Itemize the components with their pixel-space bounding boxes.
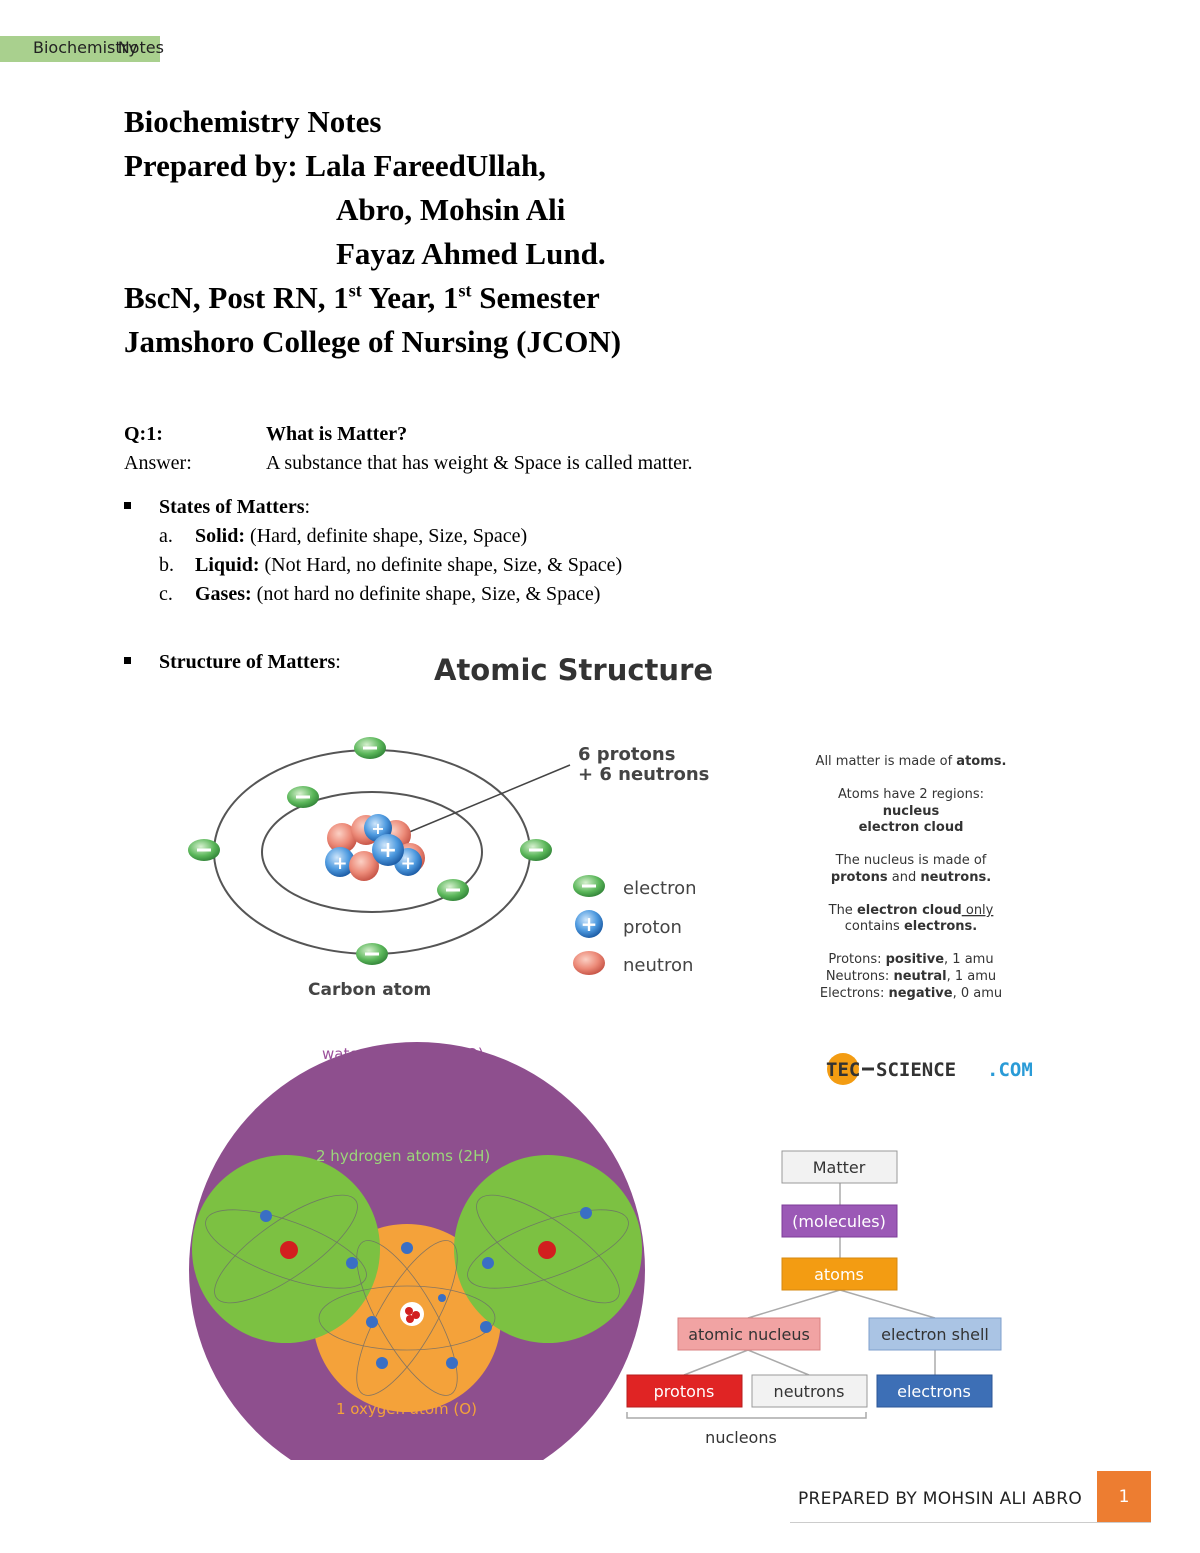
- bullet-square: [124, 657, 131, 664]
- svg-text:Atoms have 2 regions:: Atoms have 2 regions:: [838, 787, 984, 802]
- svg-text:+: +: [379, 838, 397, 863]
- carbon-caption: Carbon atom: [308, 980, 431, 1000]
- college-line: Jamshoro College of Nursing (JCON): [124, 324, 622, 359]
- question-label: Q:1:: [124, 423, 163, 445]
- legend-electron: electron: [623, 878, 697, 899]
- hier-neutrons: neutrons: [774, 1382, 845, 1401]
- list-item: c.Gases: (not hard no definite shape, Si…: [159, 583, 601, 605]
- hier-electrons: electrons: [897, 1382, 971, 1401]
- orbit-lines: [205, 1194, 629, 1396]
- footer-text: PREPARED BY MOHSIN ALI ABRO: [798, 1489, 1083, 1509]
- svg-text:TEC: TEC: [826, 1059, 860, 1081]
- page-number: 1: [1097, 1471, 1151, 1523]
- hier-atoms: atoms: [814, 1265, 864, 1284]
- doc-title: Biochemistry Notes: [124, 104, 382, 139]
- svg-text:Electrons: negative, 0 amu: Electrons: negative, 0 amu: [820, 986, 1002, 1001]
- legend-neutron: neutron: [623, 955, 693, 976]
- svg-text:+: +: [332, 853, 347, 874]
- matter-hierarchy: Matter (molecules) atoms atomic nucleus …: [626, 1150, 1002, 1447]
- hier-matter: Matter: [813, 1158, 866, 1177]
- nucleus: + + + +: [325, 814, 425, 881]
- svg-text:+: +: [581, 912, 598, 936]
- svg-text:nucleus: nucleus: [883, 804, 940, 819]
- list-item: b.Liquid: (Not Hard, no definite shape, …: [159, 554, 623, 576]
- svg-text:Neutrons: neutral, 1 amu: Neutrons: neutral, 1 amu: [826, 969, 996, 984]
- atom-notes: All matter is made of atoms. Atoms have …: [816, 754, 1007, 1001]
- hier-nucleons: nucleons: [705, 1428, 777, 1447]
- nucleus-label-1: 6 protons: [578, 744, 675, 765]
- author-3: Fayaz Ahmed Lund.: [336, 236, 606, 271]
- hier-nucleus: atomic nucleus: [688, 1325, 810, 1344]
- footer-divider: [790, 1522, 1151, 1523]
- oxygen-label: 1 oxygen atom (O): [336, 1400, 477, 1418]
- svg-text:The nucleus is made of: The nucleus is made of: [835, 853, 987, 868]
- author-2: Abro, Mohsin Ali: [336, 192, 566, 227]
- hydrogen-label: 2 hydrogen atoms (2H): [316, 1147, 490, 1165]
- legend-proton: proton: [623, 917, 682, 938]
- hier-protons: protons: [654, 1382, 715, 1401]
- svg-text:.COM: .COM: [987, 1059, 1033, 1081]
- list-item: a.Solid: (Hard, definite shape, Size, Sp…: [159, 525, 528, 547]
- header-text: BiochemistryNotes: [33, 38, 164, 57]
- oxygen-nucleus: [400, 1302, 424, 1326]
- nucleus-pointer: [394, 764, 571, 839]
- legend: + electron proton neutron: [573, 875, 697, 976]
- nucleus-label-2: + 6 neutrons: [578, 764, 709, 785]
- svg-text:protons and neutrons.: protons and neutrons.: [831, 870, 991, 885]
- atomic-structure-figure: Atomic Structure + + + + 6 protons + 6 n…: [188, 653, 1007, 1001]
- water-molecule-figure: water molecule (H2O) TEC SCIENCE .COM: [189, 1042, 1033, 1460]
- bullet-square: [124, 502, 131, 509]
- brand-logo: TEC SCIENCE .COM: [826, 1053, 1033, 1085]
- inner-orbit: [261, 791, 483, 913]
- structure-heading: Structure of Matters:: [159, 651, 341, 673]
- answer-label: Answer:: [124, 452, 192, 474]
- svg-text:Protons: positive, 1 amu: Protons: positive, 1 amu: [828, 952, 993, 967]
- molecule-electrons: [260, 1207, 592, 1369]
- svg-text:SCIENCE: SCIENCE: [876, 1059, 956, 1081]
- svg-text:The electron cloud only: The electron cloud only: [828, 903, 994, 918]
- states-list: a.Solid: (Hard, definite shape, Size, Sp…: [159, 522, 622, 609]
- header-tab: [0, 36, 160, 62]
- svg-text:+: +: [371, 819, 384, 838]
- svg-text:electron cloud: electron cloud: [859, 820, 964, 835]
- svg-text:+: +: [400, 853, 415, 874]
- hier-shell: electron shell: [881, 1325, 989, 1344]
- hier-molecules: (molecules): [792, 1212, 886, 1231]
- title-block: Biochemistry Notes Prepared by: Lala Far…: [124, 100, 621, 364]
- svg-text:All matter is made of atoms.: All matter is made of atoms.: [816, 754, 1007, 769]
- program-line: BscN, Post RN, 1st Year, 1st Semester: [124, 280, 600, 315]
- answer-text: A substance that has weight & Space is c…: [266, 452, 693, 474]
- states-heading: States of Matters:: [159, 496, 311, 518]
- question-text: What is Matter?: [266, 423, 408, 445]
- electrons: [188, 737, 552, 965]
- svg-text:contains electrons.: contains electrons.: [845, 919, 977, 934]
- atomic-title: Atomic Structure: [434, 653, 713, 687]
- hydrogen-nucleus: [538, 1241, 556, 1259]
- hydrogen-nucleus: [280, 1241, 298, 1259]
- prepared-by: Prepared by: Lala FareedUllah,: [124, 148, 546, 183]
